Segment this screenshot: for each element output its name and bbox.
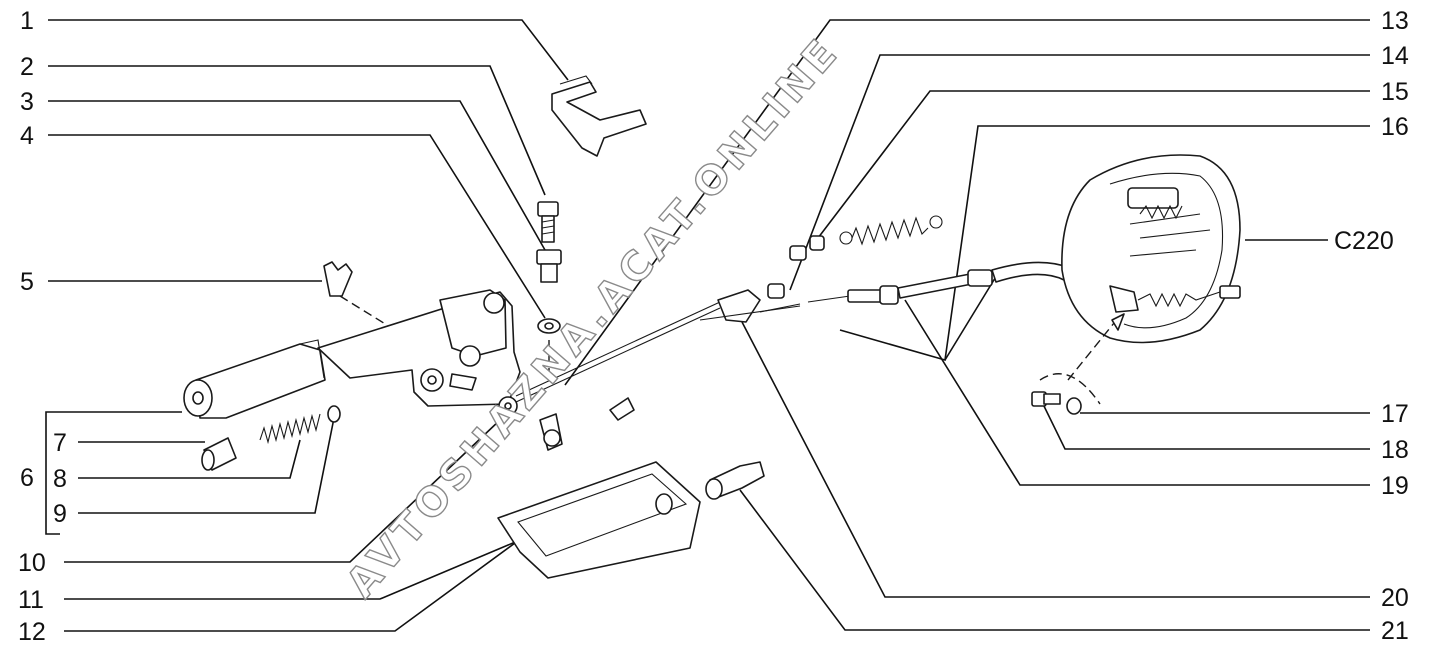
- label-2: 2: [20, 53, 34, 81]
- leader-12: [64, 509, 561, 632]
- part-1-clip: [551, 75, 647, 157]
- leader-18: [1041, 401, 1370, 450]
- label-19: 19: [1381, 472, 1409, 500]
- label-1: 1: [20, 7, 34, 35]
- part-2-bolt: [537, 201, 559, 243]
- leader-2: [48, 65, 546, 196]
- label-14: 14: [1381, 42, 1409, 70]
- label-10: 10: [18, 549, 46, 577]
- label-3: 3: [20, 88, 34, 116]
- label-5: 5: [20, 268, 34, 296]
- part-10-cable: [498, 301, 721, 451]
- label-8: 8: [53, 465, 67, 493]
- callout-labels: 1 2 3 4 5 6 7 8 9 10 11 12 13 14 15 16 C…: [18, 7, 1409, 646]
- label-15: 15: [1381, 78, 1409, 106]
- part-14-15-nuts: [767, 235, 825, 299]
- label-4: 4: [20, 122, 34, 150]
- part-brake-backing-plate: [1061, 154, 1241, 344]
- leader-4: [48, 134, 546, 319]
- part-3-screw: [536, 249, 562, 283]
- leader-14: [789, 54, 1370, 291]
- part-8-spring: [259, 413, 321, 445]
- part-21-grommet: [705, 461, 765, 500]
- leader-19: [904, 299, 1370, 486]
- label-7: 7: [53, 429, 67, 457]
- leader-16: [839, 125, 1370, 362]
- part-11-12-boot-tray: [497, 461, 701, 579]
- label-12: 12: [18, 618, 46, 646]
- part-7-button: [201, 437, 237, 471]
- part-9-washer: [327, 405, 341, 423]
- label-21: 21: [1381, 617, 1409, 645]
- part-16-return-spring: [839, 215, 943, 246]
- label-9: 9: [53, 500, 67, 528]
- label-11: 11: [18, 586, 44, 614]
- leader-9: [78, 417, 335, 514]
- label-20: 20: [1381, 584, 1409, 612]
- part-equalizer: [699, 289, 851, 323]
- leader-1: [48, 19, 569, 81]
- part-6-lever-assembly: [183, 289, 521, 419]
- leader-21: [739, 489, 1370, 631]
- leader-15: [817, 90, 1370, 239]
- leader-10: [64, 419, 501, 563]
- leader-20: [741, 321, 1370, 598]
- label-18: 18: [1381, 436, 1409, 464]
- leader-3: [48, 100, 546, 251]
- label-13: 13: [1381, 7, 1409, 35]
- leader-6-bracket: [45, 411, 182, 535]
- label-16: 16: [1381, 113, 1409, 141]
- label-ref-c220: C220: [1334, 227, 1394, 255]
- label-17: 17: [1381, 400, 1409, 428]
- leader-13: [564, 19, 1370, 386]
- part-4-washer: [537, 318, 561, 334]
- part-5-spring-clip: [323, 261, 353, 297]
- label-6: 6: [20, 464, 34, 492]
- part-17-18-bolt-clip: [1031, 313, 1125, 415]
- leader-lines: [45, 19, 1370, 632]
- leader-8: [78, 439, 301, 479]
- part-5-axis: [339, 295, 396, 331]
- leader-11: [64, 539, 521, 600]
